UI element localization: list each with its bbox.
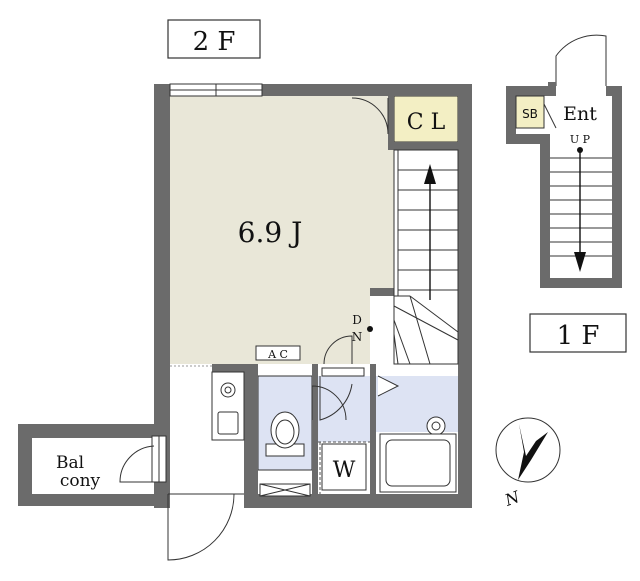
air-conditioner: A C	[255, 345, 301, 361]
entry-door-2f	[167, 493, 244, 561]
stair-down-arrow	[574, 252, 586, 272]
washer-label: W	[333, 458, 356, 483]
bathroom	[377, 375, 457, 493]
toilet	[259, 411, 311, 497]
floor-label-2f: 2 F	[167, 19, 261, 59]
main-room-label: 6.9 J	[238, 216, 303, 249]
up-marker-dot	[577, 147, 583, 153]
floor-label-2f-text: 2 F	[193, 27, 236, 57]
air-conditioner-label: A C	[267, 348, 288, 361]
walls-2f	[154, 84, 472, 508]
kitchen	[211, 371, 245, 441]
door-swing-top	[351, 97, 389, 135]
stair-up-arrow	[424, 164, 436, 300]
door-swing-dn	[323, 335, 353, 365]
up-label: U P	[570, 133, 591, 146]
compass-needle	[518, 424, 548, 480]
main-room-area	[166, 96, 394, 364]
compass: N	[495, 417, 561, 510]
balcony: Bal cony	[18, 424, 167, 506]
staircase-1f	[550, 157, 612, 257]
closet-label: C L	[407, 110, 446, 135]
staircase-2f	[393, 149, 459, 365]
balcony-label-line1: Bal	[56, 453, 84, 473]
balcony-label-line2: cony	[60, 471, 101, 491]
floor-label-1f: 1 F	[529, 313, 627, 353]
window-top	[169, 83, 263, 97]
shoe-box-label: SB	[522, 107, 538, 121]
washer-space: W	[321, 443, 367, 491]
down-label-n: N	[352, 330, 363, 344]
floor-plan-1f: SB Ent U P	[506, 34, 622, 288]
door-swing-toilet	[311, 385, 347, 421]
entrance-label: Ent	[563, 103, 597, 125]
floor-label-1f-text: 1 F	[557, 321, 600, 351]
down-label-d: D	[352, 313, 362, 327]
compass-north-label: N	[501, 487, 523, 510]
down-marker-dot	[367, 326, 373, 332]
